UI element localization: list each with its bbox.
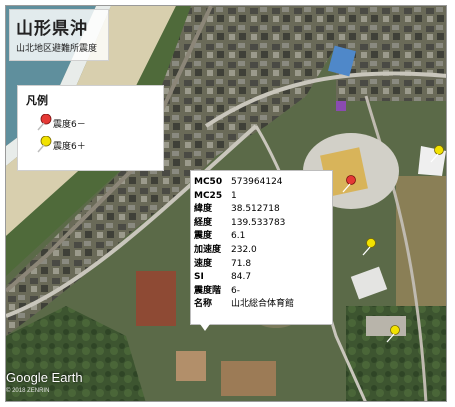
info-key: 加速度 [194, 244, 222, 255]
info-key: MC50 [194, 177, 223, 187]
coastal-forest [6, 6, 206, 276]
legend-item-shindo-6-minus: 震度6－ [36, 114, 86, 132]
info-value: 139.533783 [231, 217, 286, 228]
info-key: 速度 [194, 258, 213, 269]
info-row: 経度 139.533783 [194, 217, 294, 231]
info-row: 加速度 232.0 [194, 244, 294, 258]
legend: 凡例 震度6－ 震度6＋ [17, 85, 164, 171]
info-key: 名称 [194, 299, 213, 310]
info-value: 6- [231, 285, 240, 296]
red-pushpin-icon [37, 114, 52, 131]
info-row: 震度階 6- [194, 285, 294, 299]
blue-roof-building [328, 45, 356, 77]
map-subtitle: 山北地区避難所震度 [16, 44, 98, 54]
info-row: MC50 573964124 [194, 176, 294, 190]
pin-yellow-mid[interactable] [362, 238, 376, 256]
info-value: 573964124 [231, 177, 283, 187]
railway [6, 6, 213, 293]
info-value: 6.1 [231, 231, 246, 242]
legend-title: 凡例 [26, 94, 48, 107]
map-title-box: 山形県沖 山北地区避難所震度 [9, 9, 109, 61]
info-row: 震度 6.1 [194, 230, 294, 244]
info-key: 震度階 [194, 285, 222, 296]
info-value: 71.8 [231, 258, 252, 269]
info-value: 1 [231, 190, 237, 201]
yellow-pushpin-icon [37, 136, 52, 153]
purple-roof-building [336, 101, 346, 111]
info-value: 84.7 [231, 272, 252, 283]
road-west [6, 124, 258, 318]
school-building [366, 316, 406, 336]
popup-pointer [200, 324, 210, 331]
info-key: 経度 [194, 217, 213, 228]
white-building-south [350, 266, 388, 300]
info-value: 山北総合体育館 [231, 299, 295, 310]
legend-label: 震度6＋ [53, 141, 86, 152]
info-value: 38.512718 [231, 204, 280, 215]
info-row: 速度 71.8 [194, 258, 294, 272]
pin-red-gym[interactable] [342, 175, 356, 193]
copyright-text: © 2018 ZENRIN [6, 388, 50, 394]
info-row: MC25 1 [194, 190, 294, 204]
info-row: 名称 山北総合体育館 [194, 298, 294, 312]
legend-label: 震度6－ [53, 119, 86, 130]
lumber-yard-east [221, 361, 276, 396]
pin-yellow-east[interactable] [430, 145, 444, 163]
forest-south [6, 306, 146, 401]
map-title: 山形県沖 [16, 19, 88, 39]
field [396, 176, 446, 316]
lumber-yard [176, 351, 206, 381]
info-key: SI [194, 272, 204, 283]
info-key: 緯度 [194, 204, 213, 215]
legend-item-shindo-6-plus: 震度6＋ [36, 136, 86, 154]
info-key: 震度 [194, 231, 213, 242]
pin-yellow-south[interactable] [386, 325, 400, 343]
residential-area [6, 6, 346, 336]
info-key: MC25 [194, 190, 223, 201]
factory-red-roofs [136, 271, 176, 326]
road-north [204, 71, 446, 128]
info-value: 232.0 [231, 244, 257, 255]
road-east [364, 95, 428, 401]
google-earth-logo: Google Earth [6, 370, 83, 385]
info-row: 緯度 38.512718 [194, 203, 294, 217]
info-row: SI 84.7 [194, 271, 294, 285]
